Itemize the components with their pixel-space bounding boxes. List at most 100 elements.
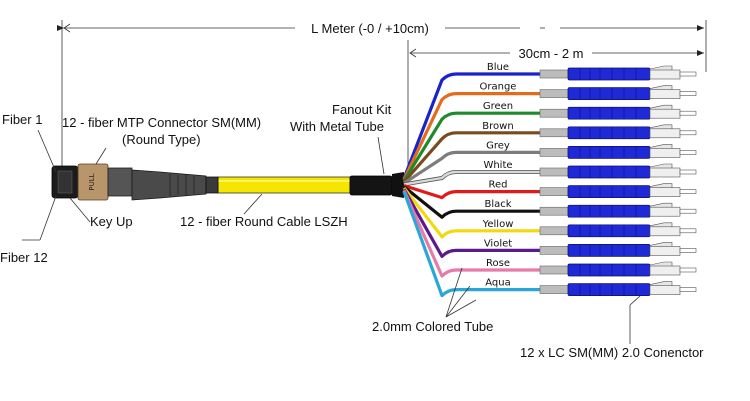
breakout-length-dimension: 30cm - 2 m (407, 40, 704, 170)
lc-ferrule (679, 208, 697, 214)
lc-ferrule (679, 189, 697, 194)
cable-leader (243, 193, 263, 215)
lc-ferrule (679, 110, 697, 116)
colored-tube-leader-3 (445, 299, 477, 318)
fiber-label: Violet (484, 238, 512, 249)
fiber-label: Brown (482, 121, 513, 132)
lc-housing (649, 285, 681, 295)
fiber-label: Aqua (485, 278, 510, 289)
lc-connector-leader-tip (629, 295, 641, 306)
fiber-white: White (403, 160, 697, 187)
overall-length-label: L Meter (-0 / +10cm) (311, 21, 429, 36)
fiber-grey: Grey (403, 140, 697, 185)
fiber-rose: Rose (402, 189, 697, 278)
boot-tip (205, 176, 219, 194)
lc-boot (539, 206, 569, 216)
lc-housing (649, 148, 681, 158)
boot-ribs (169, 174, 195, 196)
mtp-connector-label: 12 - fiber MTP Connector SM(MM) (62, 115, 261, 130)
fiber-tube (402, 111, 540, 182)
lc-boot (539, 187, 569, 196)
round-cable (217, 176, 351, 194)
fiber-tube (402, 188, 540, 258)
fiber-tube (403, 170, 540, 186)
fiber-tube (403, 150, 540, 185)
fiber-tube (402, 191, 540, 298)
fiber-tube-outline (403, 170, 540, 187)
lc-housing (649, 206, 681, 217)
fiber-label: Grey (486, 140, 510, 151)
lc-housing (649, 89, 681, 99)
lc-connector-label: 12 x LC SM(MM) 2.0 Conenctor (520, 345, 704, 360)
mtp-connector: PULL (51, 163, 219, 201)
lc-boot (539, 108, 569, 118)
fiber-tube (402, 72, 540, 179)
key-up-label: Key Up (90, 214, 133, 229)
annotations: Fiber 1 Fiber 12 12 - fiber MTP Connecto… (0, 102, 704, 360)
fiber-label: Yellow (482, 219, 514, 230)
lc-housing (649, 226, 681, 237)
fiber-violet: Violet (402, 188, 697, 258)
fiber-blue: Blue (402, 62, 697, 179)
lc-ferrule (679, 91, 697, 96)
fiber-green: Green (402, 101, 697, 182)
fiber-tube (402, 187, 540, 239)
lc-ferrule (679, 228, 697, 234)
lc-ferrule (679, 130, 697, 136)
lc-boot (539, 285, 569, 294)
fiber-tube (403, 185, 540, 219)
fiber-tube (402, 189, 540, 278)
fiber-12-leader (39, 195, 57, 241)
lc-boot (539, 69, 569, 79)
lc-ferrule (679, 248, 697, 253)
yellow-cable-jacket (217, 176, 351, 194)
fiber-label: White (483, 160, 512, 171)
lc-boot (539, 246, 569, 255)
fiber-tube (402, 92, 540, 181)
fiber-tube (403, 184, 540, 200)
fiber-label: Green (483, 101, 513, 112)
colored-tube-leader-2 (445, 285, 471, 318)
fiber-1-label: Fiber 1 (2, 112, 42, 127)
fanout-tube-end (392, 172, 404, 198)
mtp-ferrule (57, 170, 73, 194)
lc-ferrule (679, 71, 697, 77)
mtp-strain-relief-boot (131, 169, 207, 201)
lc-boot (539, 167, 569, 177)
fiber-label: Red (489, 180, 508, 191)
lc-boot (539, 265, 569, 275)
lc-boot (539, 226, 569, 236)
lc-housing (649, 108, 681, 119)
lc-housing (649, 246, 681, 256)
breakout-arrow-left (409, 48, 417, 58)
lc-housing (649, 187, 681, 197)
colored-tube-label: 2.0mm Colored Tube (372, 319, 493, 334)
fanout-kit-leader (377, 136, 385, 175)
fiber-1-leader (37, 129, 57, 173)
fiber-12-label: Fiber 12 (0, 250, 48, 265)
breakout-length-label: 30cm - 2 m (518, 46, 583, 61)
colored-fiber-breakouts: BlueOrangeGreenBrownGreyWhiteRedBlackYel… (402, 62, 697, 298)
lc-ferrule (679, 150, 697, 155)
fiber-black: Black (403, 185, 697, 219)
fanout-kit (349, 172, 404, 198)
lc-boot (539, 89, 569, 98)
mtp-connector-leader (95, 147, 107, 165)
fiber-yellow: Yellow (402, 187, 697, 239)
colored-tube-leader-1 (445, 267, 463, 318)
lc-housing (649, 69, 681, 80)
lc-boot (539, 128, 569, 138)
fanout-body (349, 175, 393, 196)
fiber-red: Red (403, 180, 697, 200)
fiber-label: Black (484, 199, 511, 210)
fanout-kit-label-line2: With Metal Tube (290, 119, 384, 134)
fiber-label: Blue (487, 62, 509, 73)
dimension-arrow-left (63, 23, 71, 33)
lc-housing (649, 128, 681, 139)
lc-boot (539, 148, 569, 157)
overall-length-dimension: L Meter (-0 / +10cm) (57, 20, 707, 172)
mtp-connector-type-label: (Round Type) (122, 132, 201, 147)
fiber-label: Rose (486, 258, 510, 269)
